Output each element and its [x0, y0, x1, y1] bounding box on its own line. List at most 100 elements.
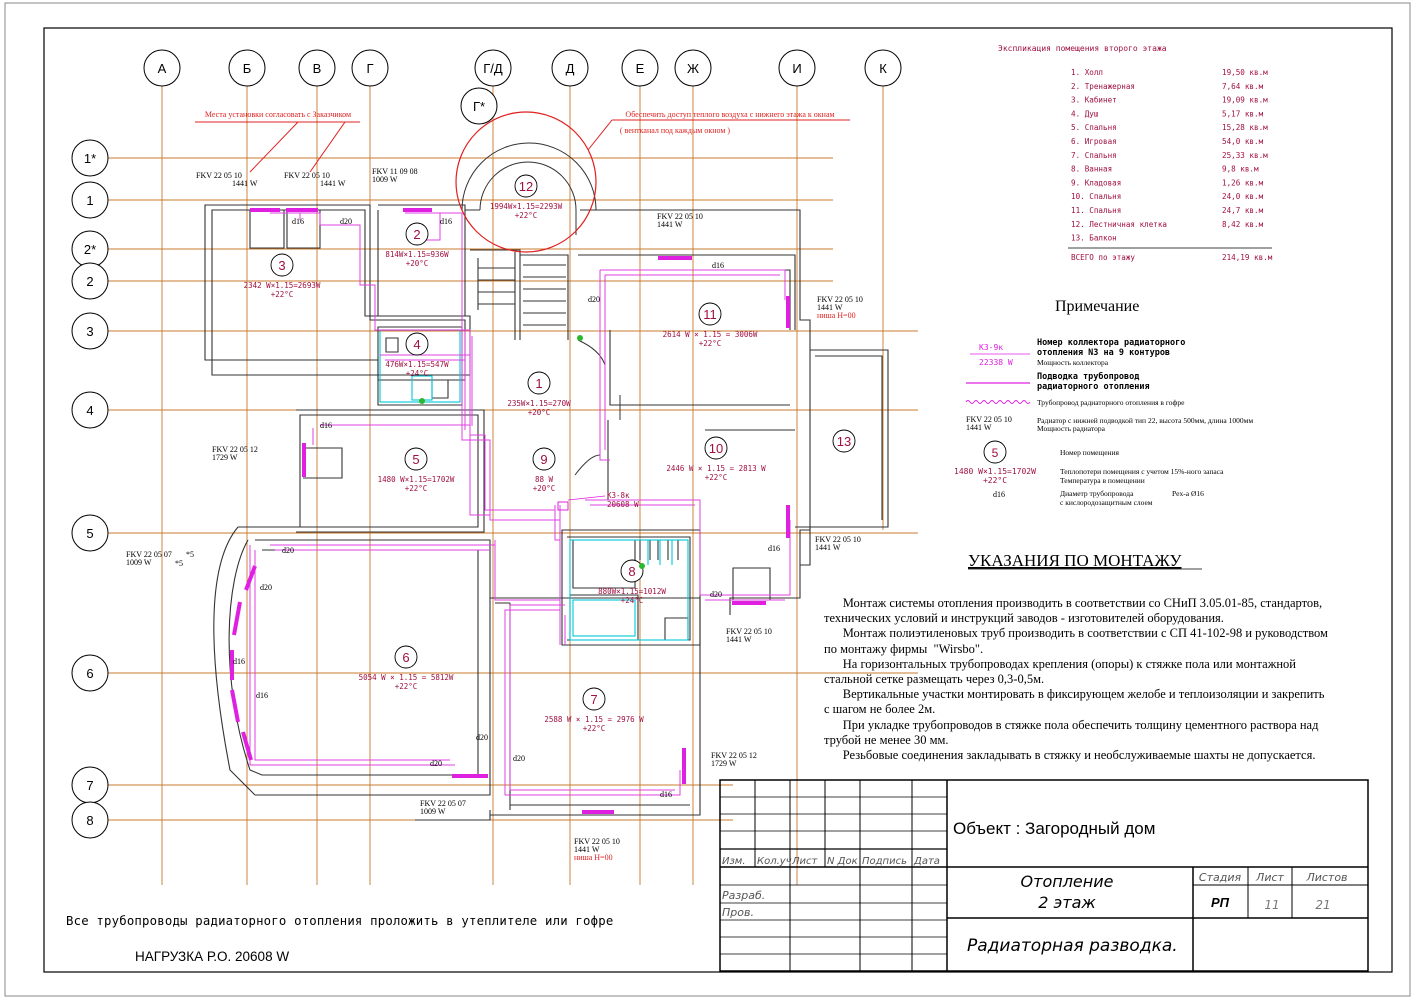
axis-row-label: 1 — [86, 193, 93, 208]
stamp-sheets: 21 — [1315, 898, 1330, 912]
explication-room-name: 9. Кладовая — [1071, 178, 1121, 187]
legend-room-num-desc: Номер помещения — [1060, 448, 1120, 457]
pipe-label: d20 — [260, 583, 272, 592]
axis-row-marker: 2 — [71, 262, 109, 300]
axis-col-marker: А — [143, 49, 181, 87]
radiator-power: 1441 W — [232, 179, 258, 188]
radiator-model: FKV 22 05 10 — [574, 837, 620, 846]
legend-pipe-desc: радиаторного отопления — [1037, 382, 1150, 392]
room-temp: +22°C — [515, 211, 538, 220]
room-temp: +22°C — [405, 484, 428, 493]
montage-line: На горизонтальных трубопроводах креплени… — [824, 656, 1296, 671]
radiator-power: 1009 W — [126, 558, 152, 567]
axis-col-label: Г/Д — [483, 61, 503, 76]
axis-row-label: 5 — [86, 526, 93, 541]
room-load: 2588 W × 1.15 = 2976 W — [544, 715, 644, 724]
montage-line: трубой не менее 30 мм. — [824, 732, 949, 747]
room-load: 1480 W×1.15=1702W — [378, 475, 455, 484]
axis-row-marker: 4 — [71, 391, 109, 429]
pipe-label: d16 — [233, 657, 245, 666]
radiator-model: FKV 22 05 10 — [657, 212, 703, 221]
stamp-col: N Док — [827, 856, 858, 867]
legend-pex: Pex-a Ø16 — [1172, 489, 1204, 498]
explication-room-name: 5. Спальня — [1071, 123, 1117, 132]
explication-room-area: 1,26 кв.м — [1222, 178, 1264, 187]
pipe-label: d16 — [292, 217, 304, 226]
stamp-title-1: Отопление — [1021, 872, 1114, 891]
stamp-drawing: Радиаторная разводка. — [967, 936, 1178, 956]
legend-rad-power: 1441 W — [966, 423, 992, 432]
axis-row-label: 2 — [86, 274, 93, 289]
axis-col-label: И — [792, 61, 801, 76]
title-block-text: Объект : Загородный дом Изм. Кол.уч Лист… — [722, 819, 1348, 956]
radiator-power: 1441 W — [574, 845, 600, 854]
explication-room-area: 19,09 кв.м — [1222, 96, 1268, 105]
radiator-power: 1441 W — [726, 635, 752, 644]
axis-col-marker: Д — [551, 49, 589, 87]
pipe-label: d20 — [513, 754, 525, 763]
explication-room-name: 8. Ванная — [1071, 165, 1112, 174]
pipe-label: d16 — [768, 544, 780, 553]
radiator-model: FKV 22 05 07 — [126, 550, 172, 559]
grid-lines — [108, 84, 918, 885]
stamp-col: Изм. — [722, 856, 746, 867]
axis-row-label: 6 — [86, 666, 93, 681]
room-number: 8 — [628, 564, 635, 579]
stair-arc — [461, 142, 621, 476]
legend-collector-desc: Номер коллектора радиаторного — [1037, 338, 1185, 348]
explication-room-name: 10. Спальня — [1071, 192, 1121, 201]
explication-room-area: 24,0 кв.м — [1222, 192, 1264, 201]
radiator-power: 1441 W — [657, 220, 683, 229]
axis-col-label: Д — [566, 61, 575, 76]
load-note: НАГРУЗКА Р.О. 20608 W — [135, 949, 289, 964]
legend-room-load: 1480 W×1.15=1702W — [954, 467, 1036, 476]
collector-power: 20608 W — [607, 500, 639, 509]
legend-rad-desc: Радиатор с нижней подводкой тип 22, высо… — [1037, 416, 1253, 425]
axis-row-marker: 2* — [71, 230, 109, 268]
room-temp: +24°C — [406, 369, 429, 378]
room-9: 988 W+20°C — [532, 447, 556, 493]
axis-row-label: 7 — [86, 778, 93, 793]
axis-col-label: Б — [243, 61, 252, 76]
room-number: 7 — [590, 692, 597, 707]
stamp-stage: РП — [1211, 895, 1230, 910]
riser-point — [639, 563, 645, 569]
axis-col-label: Е — [636, 61, 645, 76]
room-number: 10 — [709, 441, 723, 456]
riser-point — [419, 398, 425, 404]
radiator-extra: ниша Н=00 — [574, 853, 613, 862]
legend-collector-power: 22338 W — [979, 358, 1013, 367]
room-temp: +20°C — [406, 259, 429, 268]
montage-line: Монтаж системы отопления производить в с… — [824, 596, 1323, 610]
axis-row-label: 4 — [86, 403, 93, 418]
title-block — [719, 779, 1369, 972]
axis-row-marker: 1* — [71, 139, 109, 177]
stamp-sheets-header: Листов — [1305, 871, 1347, 884]
explication-total-label: ВСЕГО по этажу — [1071, 253, 1135, 262]
legend-room-load-desc: Теплопотери помещения с учетом 15%-ного … — [1060, 467, 1224, 476]
montage-line: Монтаж полиэтиленовых труб производить в… — [824, 626, 1328, 641]
legend-room-temp-desc: Температура в помещении — [1060, 476, 1145, 485]
radiator-extra: *5 — [186, 550, 194, 559]
radiator-power: 1441 W — [815, 543, 841, 552]
montage-line: стальной сетке размещать через 0,3-0,5м. — [824, 672, 1045, 686]
pipe-label: d16 — [256, 691, 268, 700]
stamp-razrab: Разраб. — [722, 889, 765, 902]
room-explication: Экспликация помещения второго этажа 1. Х… — [998, 44, 1273, 262]
axis-row-marker: 3 — [71, 312, 109, 350]
legend-collector-desc: отопления N3 на 9 контуров — [1037, 348, 1170, 358]
stamp-stage-header: Стадия — [1199, 871, 1242, 884]
radiator-power: 1009 W — [420, 807, 446, 816]
pipe-label: d16 — [320, 421, 332, 430]
room-labels: 1235W×1.15=270W+20°C2814W×1.15=936W+20°C… — [244, 174, 856, 733]
radiator-model: FKV 22 05 12 — [711, 751, 757, 760]
